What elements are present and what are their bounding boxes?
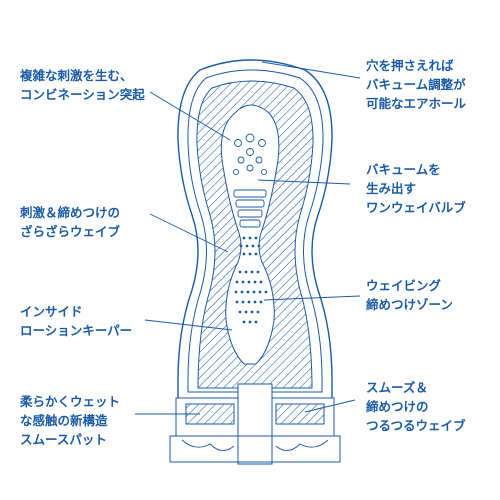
combination-bumps	[232, 133, 268, 176]
ribs	[233, 189, 267, 228]
outer-case	[177, 59, 333, 401]
base-cap	[169, 383, 341, 465]
callout-texture-wave: 刺激＆締めつけの ざらざらウェイブ	[20, 205, 121, 239]
callout-lotion-keeper: インサイド ローションキーパー	[20, 304, 133, 338]
callout-smooth-wave: スムーズ＆ 締めつけの つるつるウェイブ	[366, 380, 466, 433]
callout-complex-stimulation: 複雑な刺激を生む、 コンビネーション突起	[20, 68, 145, 102]
callout-air-hole: 穴を押さえれば バキューム調整が 可能なエアホール	[366, 58, 467, 111]
dotted-texture	[234, 236, 268, 324]
inner-case-outline	[187, 69, 324, 393]
callout-vacuum-valve: バキュームを 生み出す ワンウェイバルブ	[366, 162, 466, 215]
callout-waving-zone: ウェイビング 締めつけゾーン	[366, 278, 453, 312]
leader-lines	[135, 61, 361, 415]
callout-soft-pad: 柔らかくウェット な感触の新構造 スムースパット	[20, 394, 121, 447]
